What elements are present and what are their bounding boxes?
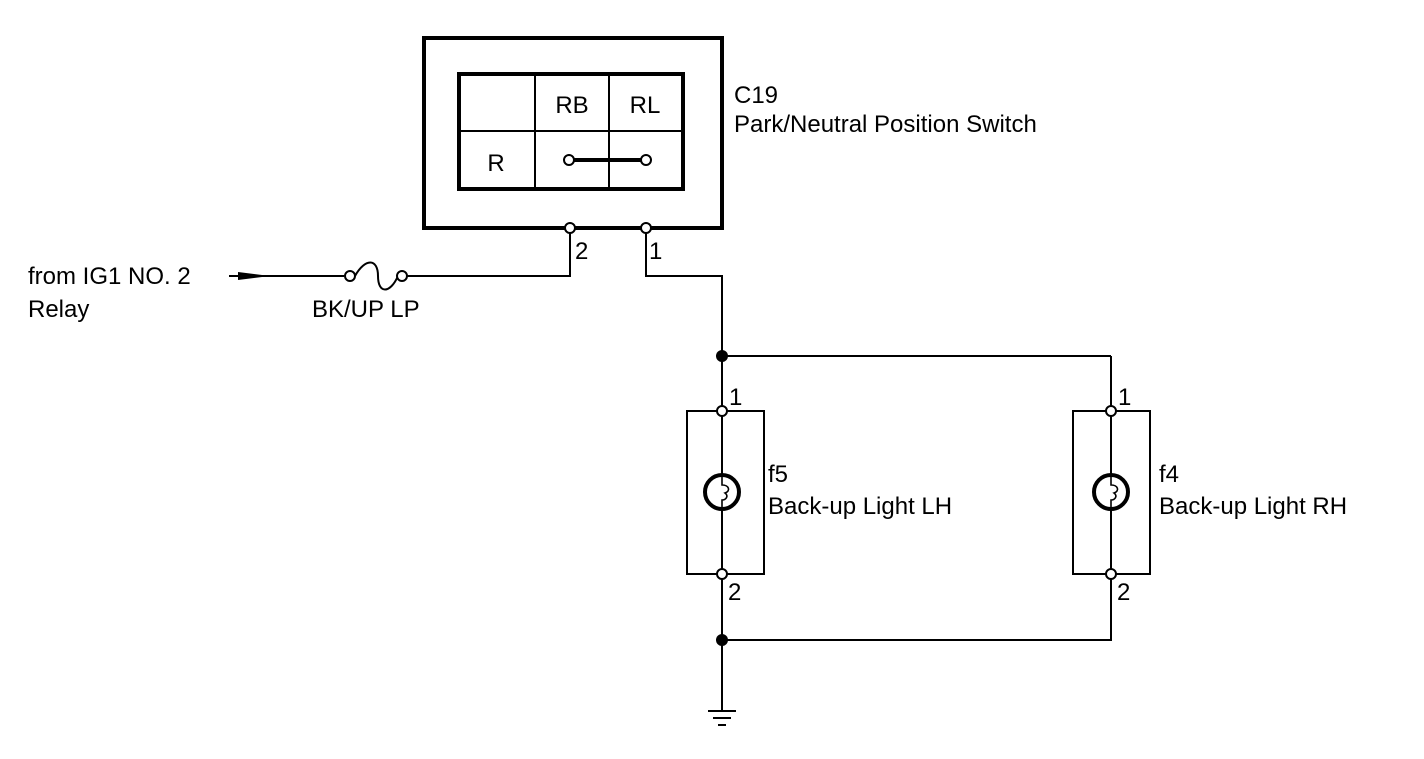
lh-pin-1-label: 1: [729, 384, 742, 411]
switch-outer-frame: [422, 36, 724, 230]
rh-pin-1-label: 1: [1118, 384, 1131, 411]
switch-name: Park/Neutral Position Switch: [734, 111, 1037, 138]
junction-bottom: [716, 634, 728, 646]
rh-pin-2-terminal: [1105, 568, 1117, 580]
continuity-terminal-rb: [563, 154, 575, 166]
wire-fuse-to-switch-pin-2: [407, 233, 571, 277]
source-label-line1: from IG1 NO. 2: [28, 263, 191, 290]
fuse-icon: [344, 261, 408, 291]
switch-row-label-r: R: [487, 150, 504, 177]
rh-pin-2-label: 2: [1117, 579, 1130, 606]
wire-switch-pin-1-to-junction: [645, 233, 723, 356]
lh-bulb-icon: [703, 473, 741, 511]
lh-code: f5: [768, 461, 788, 488]
wire-bottom-bus: [722, 579, 1112, 641]
backup-light-rh: f4 Back-up Light RH 1 2: [1072, 384, 1347, 606]
switch-col-label-rb: RB: [555, 92, 588, 119]
lh-pin-2-label: 2: [728, 579, 741, 606]
fuse-label: BK/UP LP: [312, 296, 420, 323]
continuity-terminal-rl: [640, 154, 652, 166]
source-arrow-icon: [238, 272, 270, 280]
switch-pin-2-terminal: [564, 222, 576, 234]
source-label-line2: Relay: [28, 296, 89, 323]
switch-pin-2-label: 2: [575, 238, 588, 265]
rh-code: f4: [1159, 461, 1179, 488]
lh-name: Back-up Light LH: [768, 493, 952, 520]
park-neutral-switch: RB RL R C19 Park/Neutral Position Switch: [422, 36, 1037, 230]
switch-code: C19: [734, 82, 778, 109]
switch-pin-1-label: 1: [649, 238, 662, 265]
rh-pin-1-terminal: [1105, 405, 1117, 417]
rh-name: Back-up Light RH: [1159, 493, 1347, 520]
lh-pin-2-terminal: [716, 568, 728, 580]
lh-pin-1-terminal: [716, 405, 728, 417]
rh-bulb-icon: [1092, 473, 1130, 511]
ground-icon: [708, 710, 736, 726]
backup-light-lh: f5 Back-up Light LH 1 2: [686, 384, 952, 606]
switch-col-label-rl: RL: [630, 92, 661, 119]
switch-pin-1-terminal: [640, 222, 652, 234]
